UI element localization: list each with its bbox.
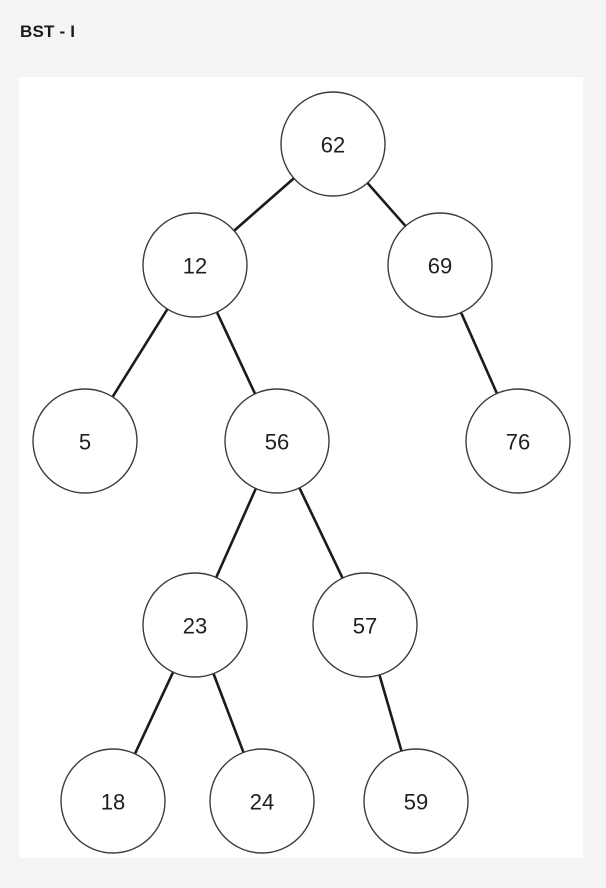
tree-node-label-12: 12 — [183, 254, 207, 279]
tree-node-circle-59 — [363, 748, 469, 854]
tree-node-circle-12 — [142, 212, 248, 318]
bst-diagram-card: 62 12 69 5 56 76 23 57 18 24 59 — [19, 77, 583, 858]
tree-node-label-18: 18 — [101, 790, 125, 815]
tree-edge-12-5 — [111, 307, 169, 399]
tree-node-12[interactable]: 12 — [142, 212, 248, 318]
tree-edge-56-57 — [298, 486, 344, 580]
tree-edge-23-18 — [133, 670, 175, 756]
bst-tree-canvas: 62 12 69 5 56 76 23 57 18 24 59 — [32, 91, 571, 854]
tree-node-label-76: 76 — [506, 430, 530, 455]
tree-node-18[interactable]: 18 — [60, 748, 166, 854]
tree-node-69[interactable]: 69 — [387, 212, 493, 318]
tree-node-circle-56 — [224, 388, 330, 494]
tree-node-label-5: 5 — [79, 430, 91, 455]
tree-node-59[interactable]: 59 — [363, 748, 469, 854]
tree-nodes-layer: 62 12 69 5 56 76 23 57 18 24 59 — [32, 91, 571, 854]
tree-node-23[interactable]: 23 — [142, 572, 248, 678]
tree-node-56[interactable]: 56 — [224, 388, 330, 494]
tree-edge-69-76 — [459, 311, 499, 395]
tree-node-24[interactable]: 24 — [209, 748, 315, 854]
tree-node-57[interactable]: 57 — [312, 572, 418, 678]
tree-edge-62-69 — [366, 181, 407, 228]
tree-node-5[interactable]: 5 — [32, 388, 138, 494]
tree-node-circle-18 — [60, 748, 166, 854]
tree-node-label-56: 56 — [265, 430, 289, 455]
tree-edges-layer — [111, 176, 499, 756]
tree-node-circle-76 — [465, 388, 571, 494]
tree-node-circle-69 — [387, 212, 493, 318]
tree-node-label-57: 57 — [353, 614, 377, 639]
tree-edge-62-12 — [232, 176, 296, 233]
tree-edge-57-59 — [378, 673, 403, 753]
tree-node-circle-57 — [312, 572, 418, 678]
tree-node-62[interactable]: 62 — [280, 91, 386, 197]
tree-node-circle-24 — [209, 748, 315, 854]
tree-node-76[interactable]: 76 — [465, 388, 571, 494]
tree-node-label-24: 24 — [250, 790, 274, 815]
tree-edge-23-24 — [212, 672, 245, 754]
tree-node-label-62: 62 — [321, 133, 345, 158]
tree-node-label-59: 59 — [404, 790, 428, 815]
tree-edge-12-56 — [215, 310, 257, 396]
tree-node-label-69: 69 — [428, 254, 452, 279]
tree-node-circle-23 — [142, 572, 248, 678]
tree-edge-56-23 — [214, 487, 258, 579]
page-title: BST - I — [20, 22, 76, 41]
tree-node-circle-5 — [32, 388, 138, 494]
tree-node-label-23: 23 — [183, 614, 207, 639]
tree-node-circle-62 — [280, 91, 386, 197]
